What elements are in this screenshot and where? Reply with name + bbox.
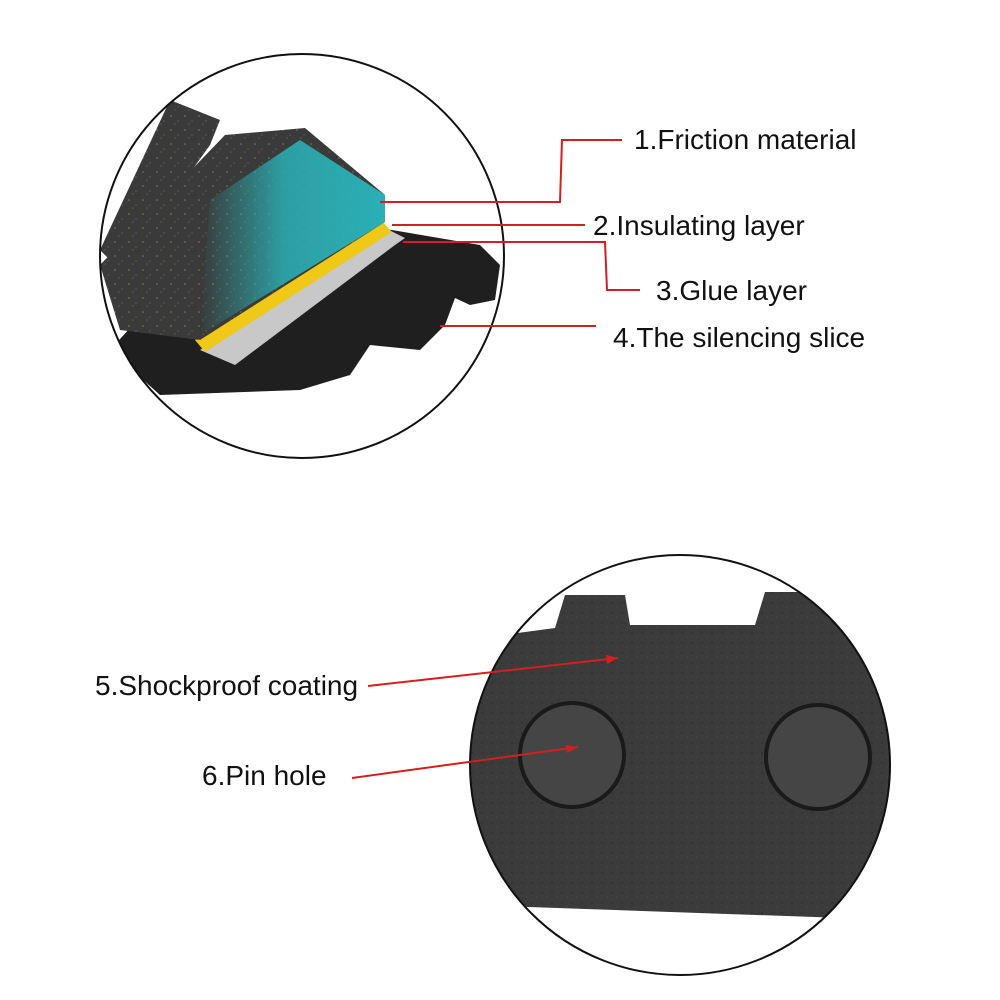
label-pin-hole: 6.Pin hole	[202, 760, 327, 791]
pad-plate	[470, 592, 890, 920]
leader-line-friction	[380, 139, 622, 203]
pin-hole-right	[764, 703, 872, 811]
pin-hole-left	[518, 701, 626, 809]
label-silencing-slice: 4.The silencing slice	[613, 322, 866, 353]
leader-line-pinhole	[351, 746, 579, 779]
bottom-magnifier	[469, 554, 891, 976]
label-glue-layer: 3.Glue layer	[656, 275, 807, 306]
friction-block-left	[100, 100, 220, 270]
label-insulating-layer: 2.Insulating layer	[593, 210, 805, 241]
label-friction-material: 1.Friction material	[634, 124, 857, 155]
arrowhead-shockproof	[606, 655, 618, 664]
leader-lines	[351, 139, 640, 779]
leader-arrowheads	[566, 655, 618, 753]
insulating-layer	[195, 222, 392, 352]
arrowhead-pinhole	[566, 745, 578, 753]
leader-line-shockproof	[367, 657, 619, 687]
leader-line-glue	[403, 241, 640, 291]
friction-material-highlight	[200, 140, 385, 335]
glue-layer	[200, 228, 405, 365]
top-magnifier	[99, 53, 505, 459]
label-shockproof-coating: 5.Shockproof coating	[95, 670, 359, 701]
